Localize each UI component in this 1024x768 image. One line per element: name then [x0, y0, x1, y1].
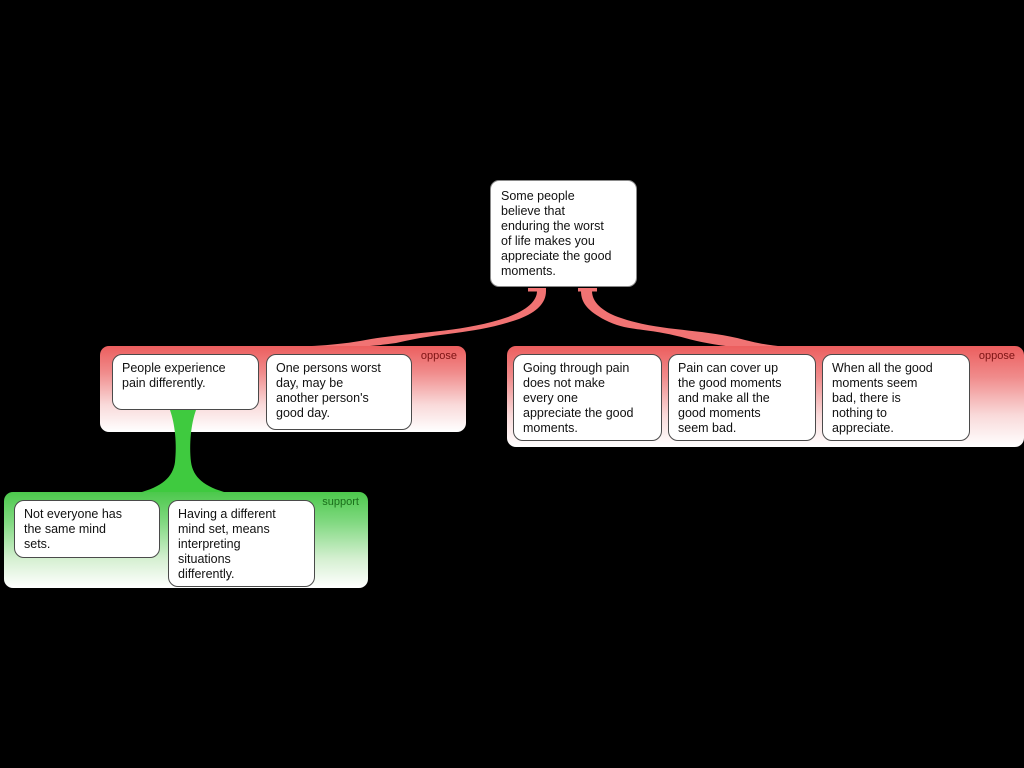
reason-node[interactable]: Pain can cover up the good moments and m… — [668, 354, 816, 441]
oppose-group-left-label: oppose — [420, 350, 457, 362]
oppose-group-right-label: oppose — [978, 350, 1015, 362]
connector-anchor-bar-left — [528, 288, 546, 292]
reason-node[interactable]: One persons worst day, may be another pe… — [266, 354, 412, 430]
oppose-connector-left — [268, 291, 546, 347]
reason-node[interactable]: People experience pain differently. — [112, 354, 259, 410]
reason-node[interactable]: When all the good moments seem bad, ther… — [822, 354, 970, 441]
support-group-label: support — [322, 496, 359, 508]
support-group[interactable]: support Not everyone has the same mind s… — [4, 492, 368, 588]
oppose-group-right[interactable]: oppose Going through pain does not make … — [507, 346, 1024, 447]
claim-node[interactable]: Some people believe that enduring the wo… — [490, 180, 637, 287]
reason-node[interactable]: Having a different mind set, means inter… — [168, 500, 315, 587]
reason-node[interactable]: Not everyone has the same mind sets. — [14, 500, 160, 558]
connector-anchor-bar-right — [578, 288, 597, 292]
oppose-connector-right — [581, 291, 802, 347]
reason-node[interactable]: Going through pain does not make every o… — [513, 354, 662, 441]
oppose-group-left[interactable]: oppose People experience pain differentl… — [100, 346, 466, 432]
